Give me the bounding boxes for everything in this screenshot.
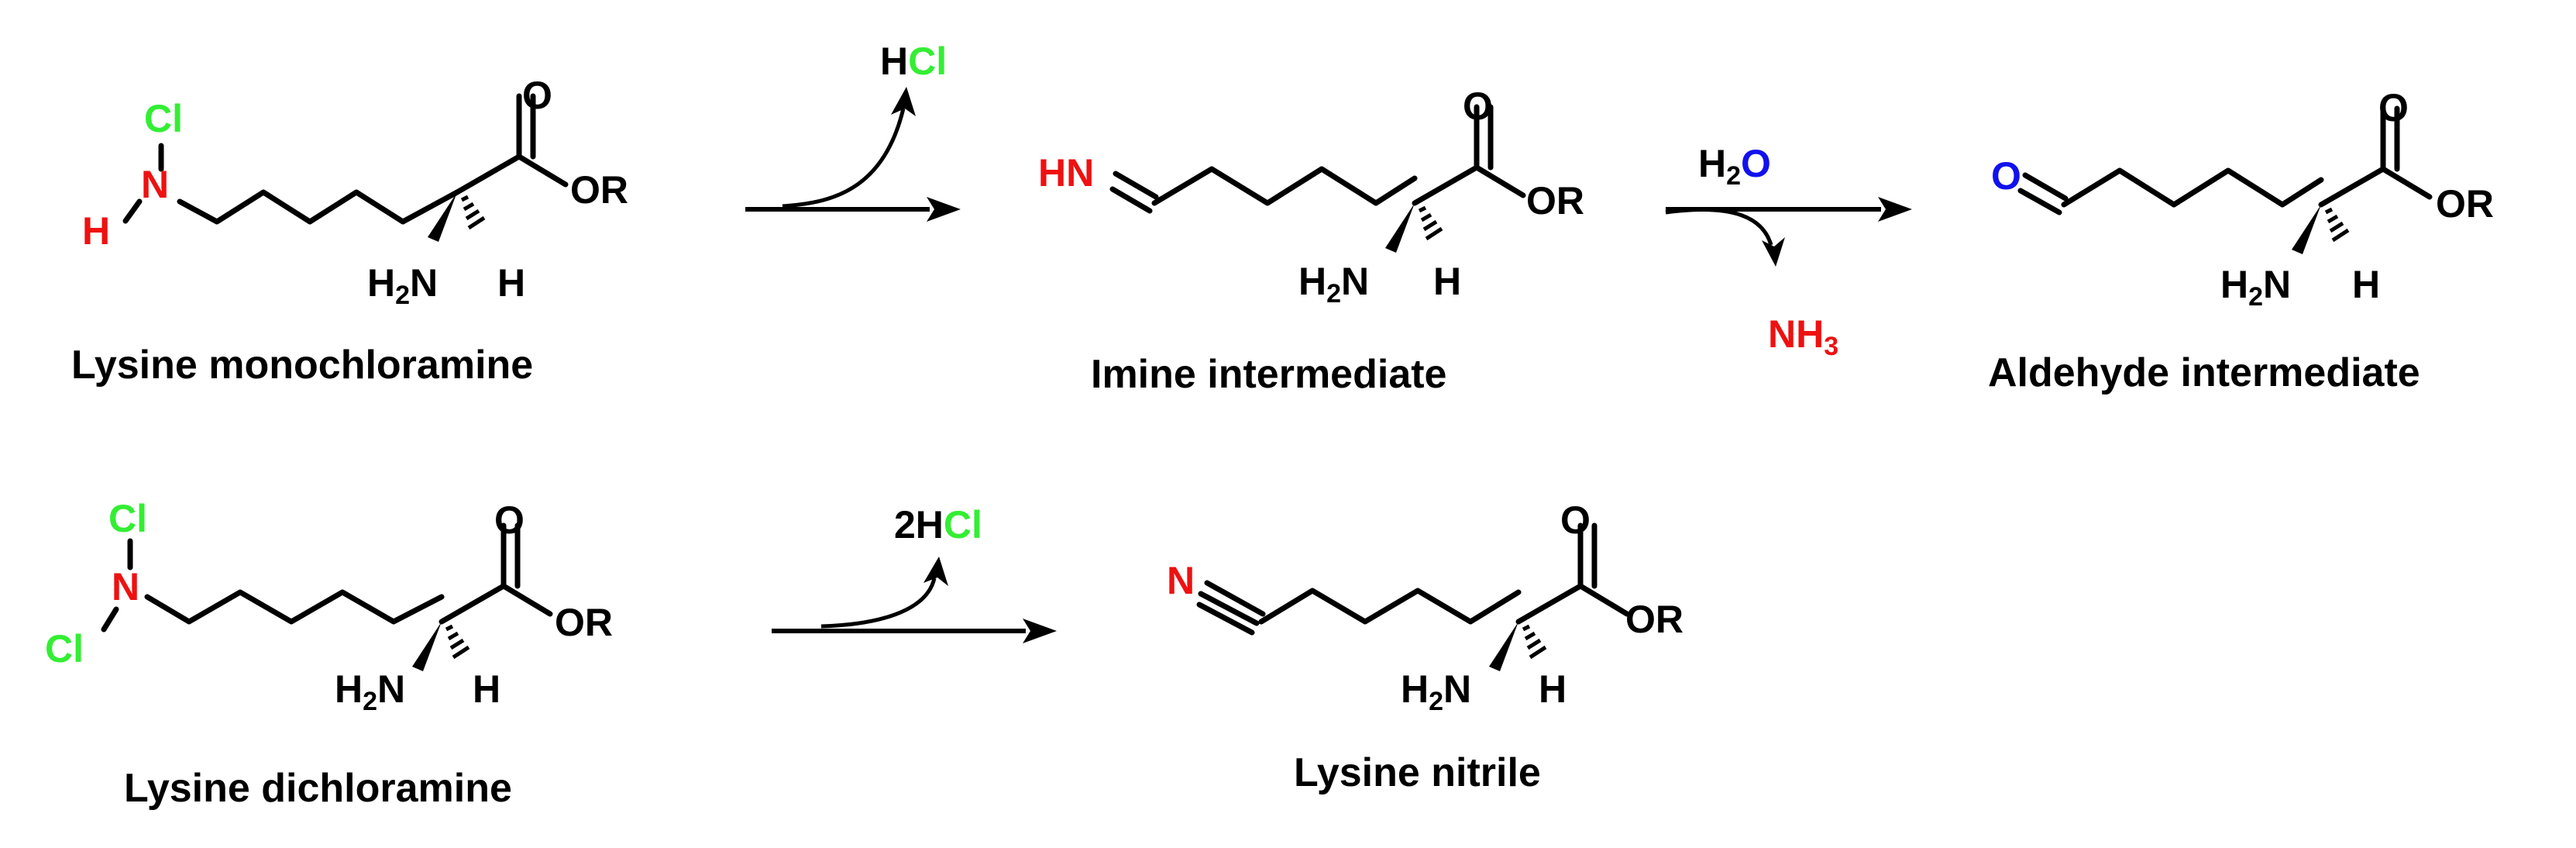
chlorine-atom-label: Cl (144, 97, 183, 140)
lysine-nitrile: N O OR H2N H Lysine nitrile (1167, 498, 1684, 795)
carbonyl-oxygen-label: O (494, 498, 524, 542)
carbonyl-oxygen-label: O (2378, 86, 2409, 129)
alpha-hydrogen-label: H (1433, 260, 1461, 303)
alpha-hydrogen-label: H (473, 667, 500, 711)
compound-caption: Aldehyde intermediate (1988, 350, 2420, 395)
reaction-arrow-3: 2HCl (772, 503, 1057, 643)
alpha-hydrogen-label: H (497, 261, 525, 305)
compound-caption: Lysine nitrile (1294, 750, 1541, 795)
lysine-monochloramine: Cl N H O OR H2N H Lysine monochloramine (71, 74, 628, 388)
two-hcl-byproduct-label: 2HCl (894, 503, 982, 546)
imine-nh-label: HN (1038, 151, 1094, 195)
hydrogen-atom-label: H (82, 209, 110, 253)
chlorine-bottom-label: Cl (45, 627, 84, 670)
ester-or-label: OR (570, 168, 628, 212)
ammonia-byproduct-label: NH3 (1768, 312, 1838, 361)
carbonyl-oxygen-label: O (1463, 84, 1493, 128)
compound-caption: Lysine dichloramine (124, 766, 512, 811)
amine-group-label: H2N (2220, 263, 2291, 312)
ester-or-label: OR (2436, 182, 2494, 226)
reaction-arrow-1: HCl (745, 40, 961, 222)
nitrile-n-label: N (1167, 559, 1195, 602)
lysine-dichloramine: Cl N Cl O OR H2N H Lysine dichloramine (45, 497, 613, 811)
amine-group-label: H2N (367, 261, 438, 310)
nitrogen-atom-label: N (112, 565, 139, 608)
amine-group-label: H2N (1401, 667, 1471, 716)
ester-or-label: OR (1625, 598, 1684, 641)
nitrogen-atom-label: N (141, 163, 169, 206)
imine-intermediate: HN O OR H2N H Imine intermediate (1038, 84, 1584, 397)
ester-or-label: OR (555, 601, 613, 644)
compound-caption: Lysine monochloramine (71, 343, 533, 388)
ester-or-label: OR (1526, 179, 1584, 222)
alpha-hydrogen-label: H (2352, 263, 2380, 306)
carbonyl-oxygen-label: O (1560, 498, 1591, 542)
compound-caption: Imine intermediate (1091, 352, 1446, 397)
amine-group-label: H2N (335, 667, 405, 716)
aldehyde-intermediate: O O OR H2N H Aldehyde intermediate (1988, 86, 2494, 395)
chlorine-top-label: Cl (108, 497, 147, 540)
amine-group-label: H2N (1298, 260, 1369, 309)
hcl-byproduct-label: HCl (880, 40, 947, 83)
alpha-hydrogen-label: H (1539, 667, 1567, 711)
carbonyl-oxygen-label: O (522, 74, 552, 117)
water-reagent-label: H2O (1698, 142, 1771, 191)
reaction-arrow-2: H2O NH3 (1665, 142, 1912, 361)
aldehyde-oxygen-label: O (1991, 154, 2021, 198)
